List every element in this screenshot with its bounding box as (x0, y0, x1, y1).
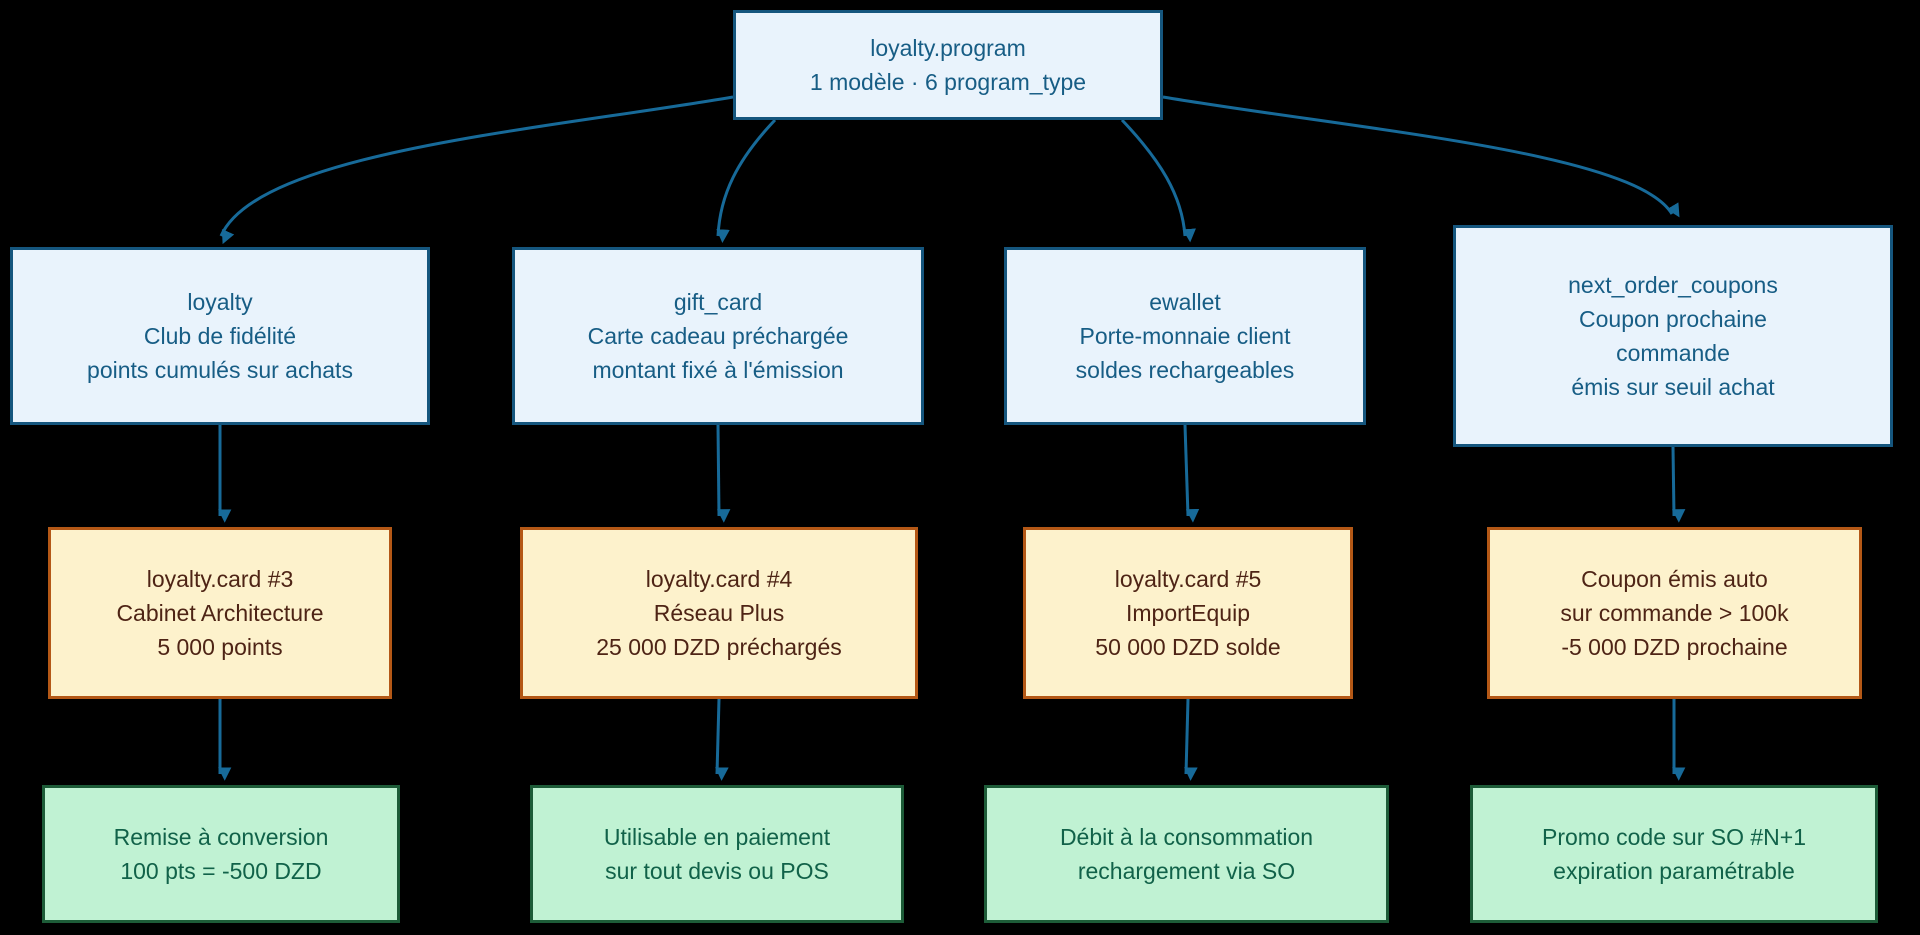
node-line: loyalty.card #3 (146, 566, 294, 592)
node-line: commande (1616, 340, 1730, 366)
node-line: sur tout devis ou POS (605, 858, 829, 884)
node-line: soldes rechargeables (1075, 357, 1295, 383)
node-line: 50 000 DZD solde (1095, 634, 1281, 660)
node-line: Utilisable en paiement (603, 824, 831, 850)
edge-ewallet-to-card5 (1183, 424, 1200, 523)
node-line: Carte cadeau préchargée (587, 323, 849, 349)
node-loyalty-card-3: loyalty.card #3 Cabinet Architecture 5 0… (48, 527, 392, 699)
node-coupon-auto: Coupon émis auto sur commande > 100k -5 … (1487, 527, 1862, 699)
node-line: loyalty.card #4 (645, 566, 793, 592)
node-line: expiration paramétrable (1553, 858, 1795, 884)
node-line: points cumulés sur achats (87, 357, 353, 383)
node-remise-conversion: Remise à conversion 100 pts = -500 DZD (42, 785, 400, 923)
node-line: montant fixé à l'émission (592, 357, 844, 383)
node-line: Cabinet Architecture (116, 600, 324, 626)
edge-gift-card-to-card4 (716, 424, 731, 523)
node-promo-code: Promo code sur SO #N+1 expiration paramé… (1470, 785, 1878, 923)
node-loyalty-card-5: loyalty.card #5 ImportEquip 50 000 DZD s… (1023, 527, 1353, 699)
node-line: next_order_coupons (1568, 272, 1778, 298)
node-ewallet: ewallet Porte-monnaie client soldes rech… (1004, 247, 1366, 425)
node-line: Club de fidélité (143, 323, 297, 349)
edge-root-to-next-order-coupons (1162, 95, 1680, 218)
node-loyalty-card-4: loyalty.card #4 Réseau Plus 25 000 DZD p… (520, 527, 918, 699)
edge-root-to-gift-card (716, 118, 777, 243)
node-line: rechargement via SO (1077, 858, 1296, 884)
node-line: ImportEquip (1125, 600, 1250, 626)
edge-card5-to-debit (1184, 698, 1198, 781)
node-line: gift_card (673, 289, 763, 315)
node-loyalty-program: loyalty.program 1 modèle · 6 program_typ… (733, 10, 1163, 120)
node-loyalty: loyalty Club de fidélité points cumulés … (10, 247, 430, 425)
node-line: loyalty (187, 289, 253, 315)
node-line: 5 000 points (157, 634, 283, 660)
edge-root-to-loyalty (219, 95, 734, 245)
node-debit-consommation: Débit à la consommation rechargement via… (984, 785, 1389, 923)
node-line: Débit à la consommation (1059, 824, 1314, 850)
node-line: Coupon émis auto (1581, 566, 1768, 592)
node-line: sur commande > 100k (1560, 600, 1789, 626)
node-line: Réseau Plus (653, 600, 785, 626)
node-line: loyalty.card #5 (1114, 566, 1262, 592)
node-gift-card: gift_card Carte cadeau préchargée montan… (512, 247, 924, 425)
node-line: 100 pts = -500 DZD (120, 858, 322, 884)
node-line: Promo code sur SO #N+1 (1542, 824, 1806, 850)
node-line: Porte-monnaie client (1079, 323, 1291, 349)
node-line: émis sur seuil achat (1571, 374, 1775, 400)
node-line: -5 000 DZD prochaine (1561, 634, 1788, 660)
node-line: 25 000 DZD préchargés (596, 634, 842, 660)
node-utilisable-paiement: Utilisable en paiement sur tout devis ou… (530, 785, 904, 923)
node-line: loyalty.program (870, 35, 1026, 61)
node-line: Coupon prochaine (1579, 306, 1767, 332)
edge-root-to-ewallet (1120, 118, 1196, 243)
node-line: ewallet (1149, 289, 1221, 315)
node-line: Remise à conversion (113, 824, 329, 850)
edge-next-order-to-coupon (1671, 446, 1686, 523)
edge-card4-to-payment (715, 698, 729, 781)
node-next-order-coupons: next_order_coupons Coupon prochaine comm… (1453, 225, 1893, 447)
node-line: 1 modèle · 6 program_type (809, 69, 1087, 95)
